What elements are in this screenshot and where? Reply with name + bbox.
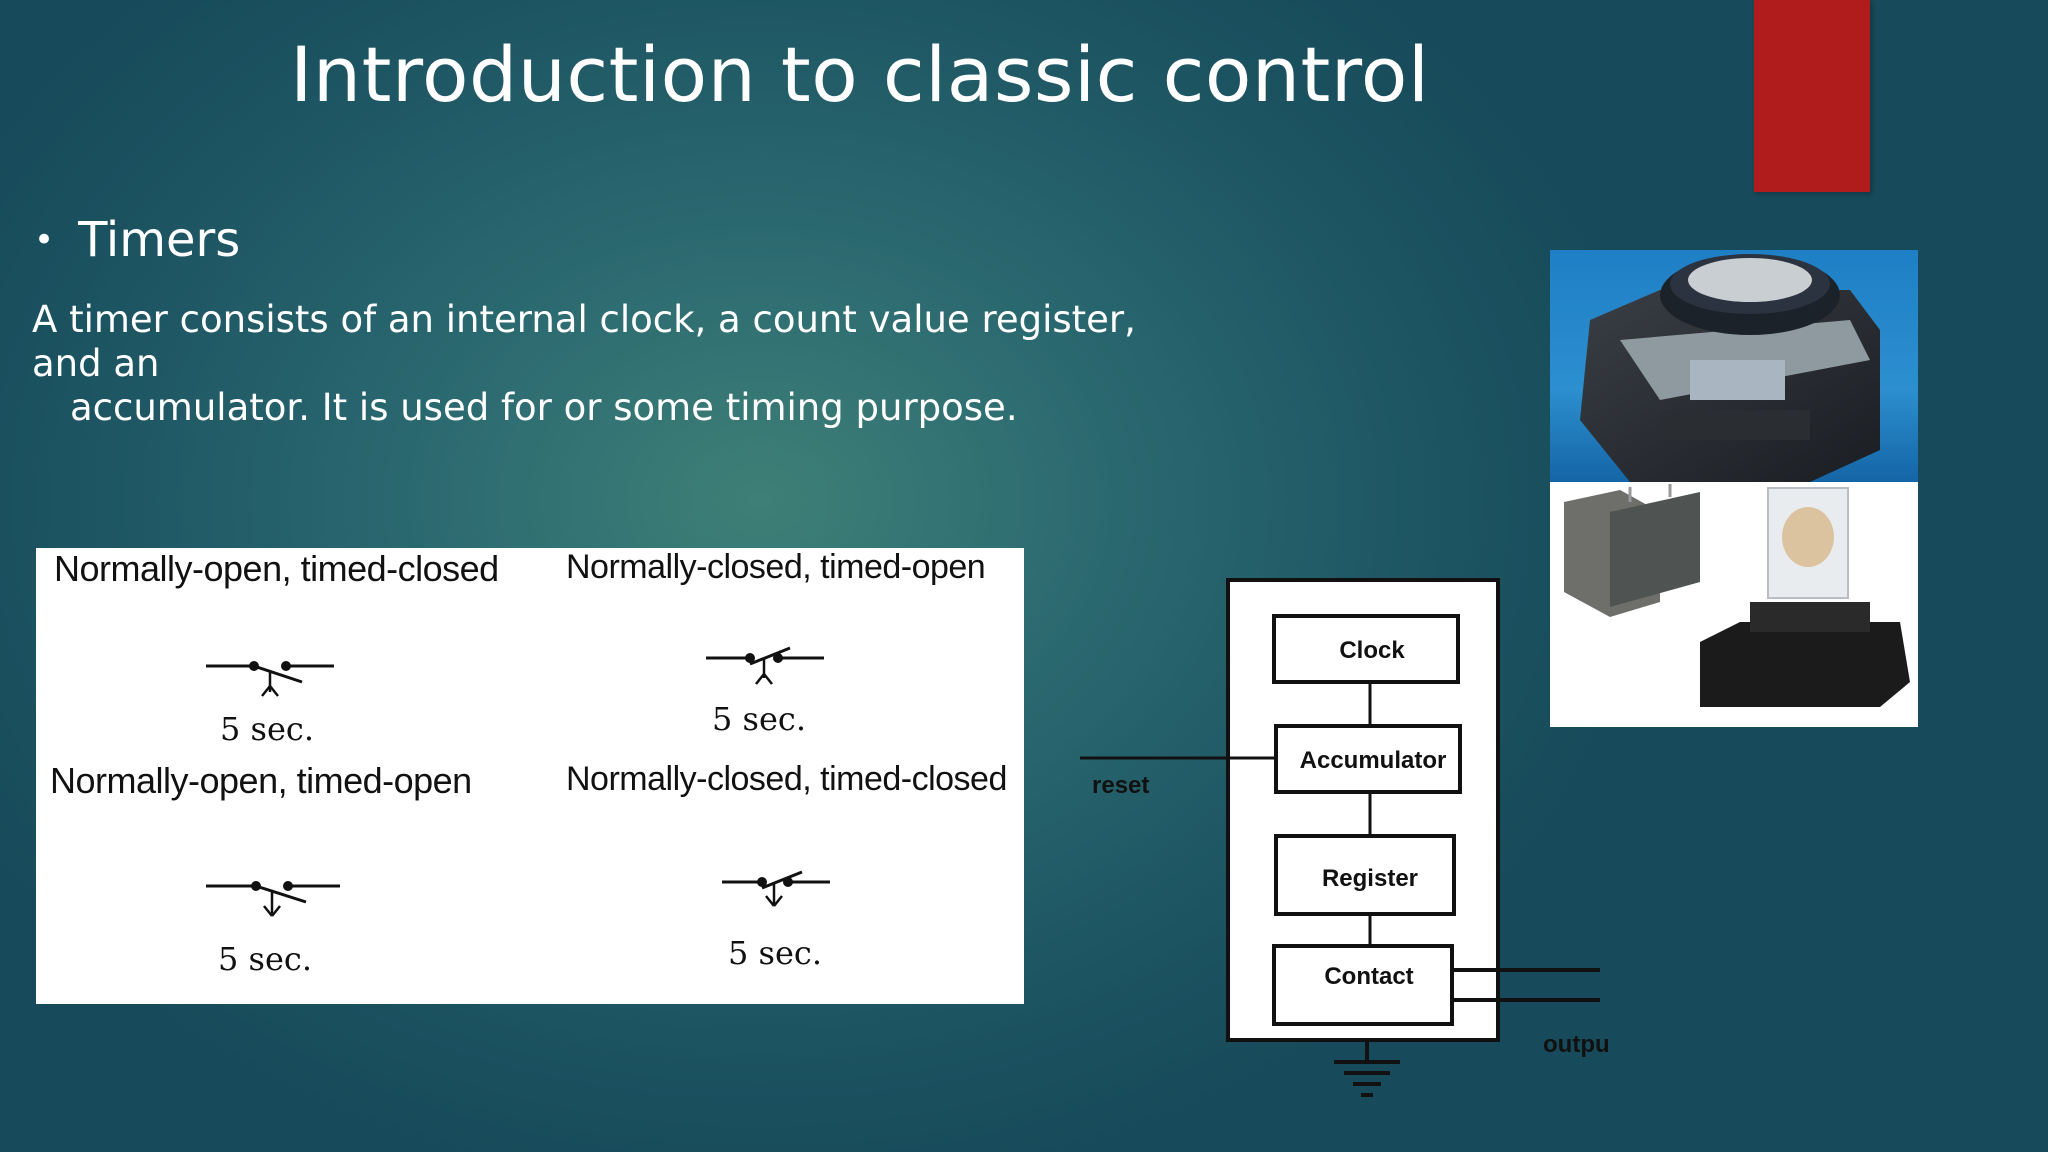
nc-timed-open-symbol-icon xyxy=(706,646,824,685)
nc-timed-closed-symbol-icon xyxy=(722,870,830,907)
contact-block-label: Contact xyxy=(1324,963,1413,990)
contact-time-4: 5 sec. xyxy=(728,934,822,972)
contact-time-3: 5 sec. xyxy=(218,940,312,978)
accumulator-block-label: Accumulator xyxy=(1300,747,1447,774)
contact-label-2: Normally-closed, timed-open xyxy=(566,548,986,586)
timer-block-diagram: Clock Accumulator Register Contact reset… xyxy=(1080,578,1610,1097)
reset-label: reset xyxy=(1092,772,1149,799)
register-block-label: Register xyxy=(1322,865,1418,892)
bullet-item: • Timers xyxy=(34,212,240,268)
bullet-dot-icon: • xyxy=(34,220,55,260)
output-label: outpu xyxy=(1543,1031,1610,1058)
contact-time-1: 5 sec. xyxy=(220,710,314,748)
body-line-1: A timer consists of an internal clock, a… xyxy=(32,298,1136,385)
contact-label-4: Normally-closed, timed-closed xyxy=(566,760,1007,798)
accent-bar xyxy=(1754,0,1870,192)
no-timed-open-symbol-icon xyxy=(206,881,340,917)
body-paragraph: A timer consists of an internal clock, a… xyxy=(32,298,1192,430)
contact-label-1: Normally-open, timed-closed xyxy=(54,548,499,589)
no-timed-closed-symbol-icon xyxy=(206,661,334,697)
timer-contacts-figure: Normally-open, timed-closed Normally-clo… xyxy=(36,548,1024,1004)
slide-title: Introduction to classic control xyxy=(290,30,1430,119)
relays-photo xyxy=(1550,482,1918,727)
contact-label-3: Normally-open, timed-open xyxy=(50,760,472,801)
bullet-text: Timers xyxy=(78,212,241,268)
clock-block-label: Clock xyxy=(1339,637,1405,664)
timer-module-photo xyxy=(1550,250,1918,482)
body-line-2: accumulator. It is used for or some timi… xyxy=(70,386,1018,429)
contact-time-2: 5 sec. xyxy=(712,700,806,738)
